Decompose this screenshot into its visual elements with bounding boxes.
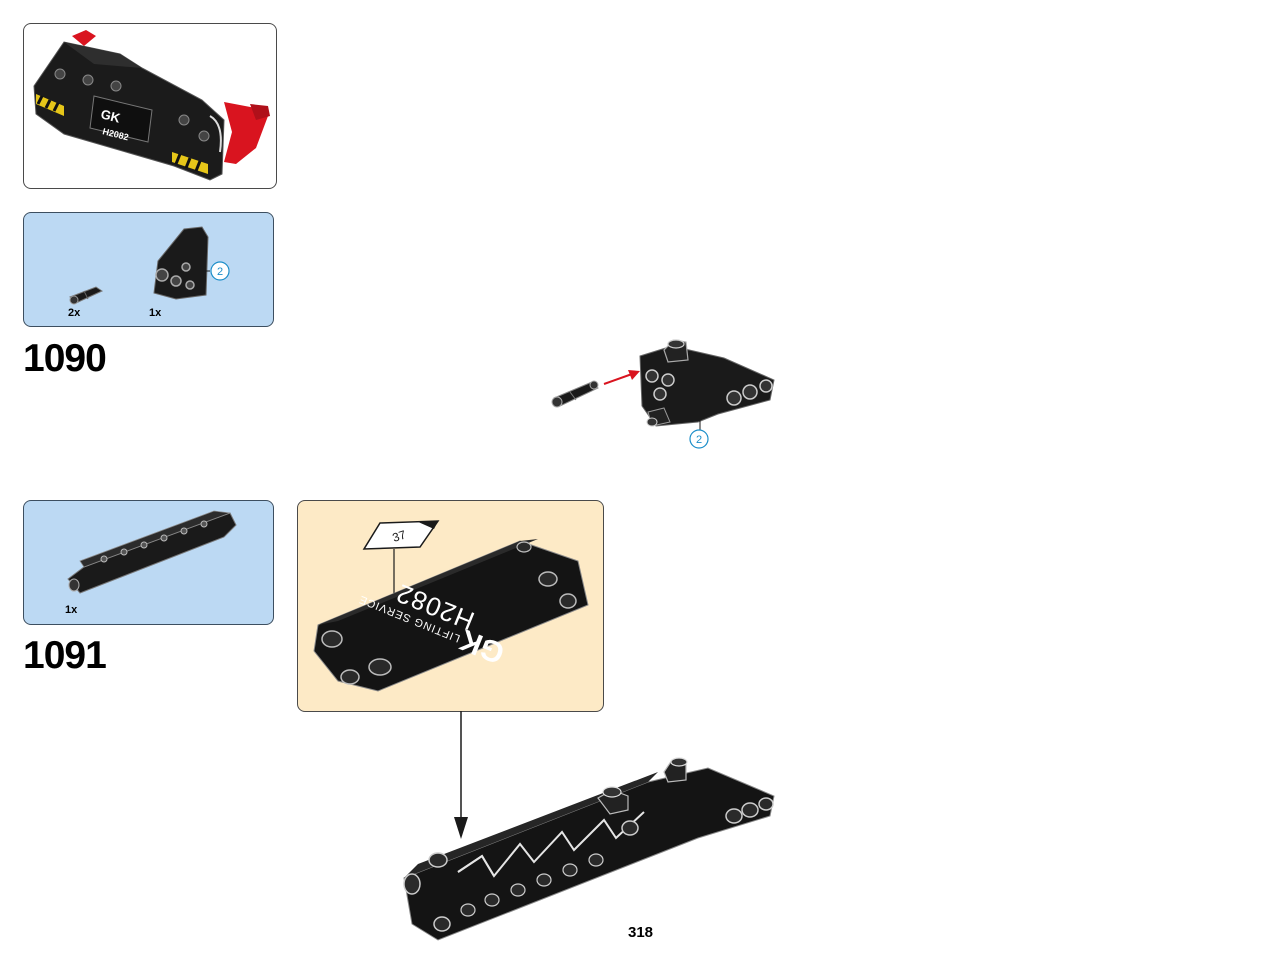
vehicle-section-assembly-icon: GK H2082 [33,30,270,181]
svg-text:2: 2 [217,266,223,278]
part-quantity: 1x [149,307,162,319]
callout-circle-icon: 2 [202,261,230,281]
angled-beam-connector-icon [153,226,209,300]
overview-panel: GK H2082 [23,23,277,189]
page-number: 318 [628,924,654,941]
step-number: 1090 [23,337,107,380]
step-1090-parts-panel: 2x 1x 2 [23,212,274,327]
sticker-application-panel: 37 GK LIFTING SERVICE H2082 [297,500,604,712]
svg-text:37: 37 [391,527,408,545]
sticker-application-illustration: 37 GK LIFTING SERVICE H2082 [313,520,589,692]
down-arrow-icon [454,711,468,839]
step-1090-assembly-illustration: 2 [551,339,775,449]
svg-text:2: 2 [696,434,702,446]
part-quantity: 2x [68,307,81,319]
step-number: 1091 [23,634,107,677]
pin-with-axle-icon [69,286,104,305]
panel-beam-icon [67,510,237,594]
part-quantity: 1x [65,604,78,616]
svg-text:GK: GK [99,106,122,125]
step-1091-parts-panel: 1x [23,500,274,625]
step-1091-assembly-illustration [403,757,775,941]
